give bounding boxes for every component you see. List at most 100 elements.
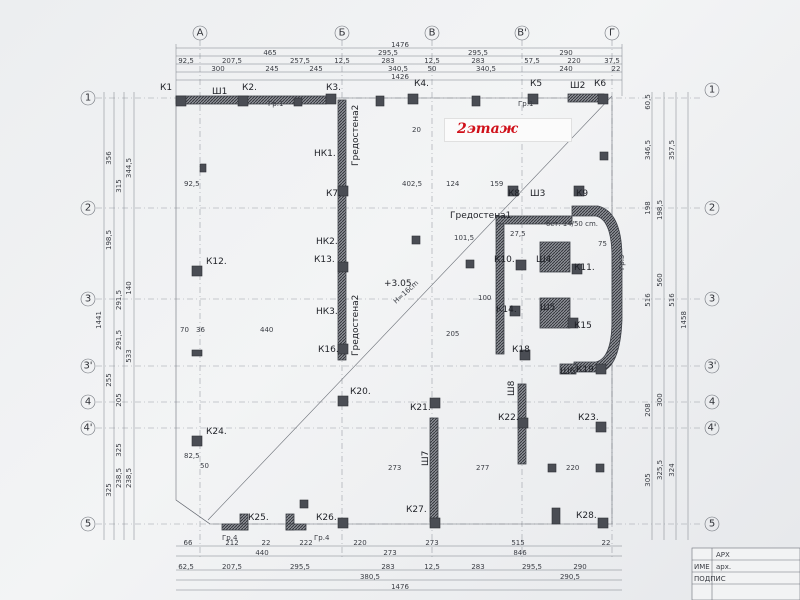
dim-int-27-5: 27,5 [510, 230, 526, 238]
label-k15: К15 [574, 321, 592, 331]
dim-bot-r3-3: 295,5 [290, 563, 310, 571]
column-k13 [337, 261, 349, 273]
label-gredostena1: Гредостена1 [450, 211, 511, 221]
column-k27 [429, 517, 441, 529]
dim-bot-r1-5: 220 [353, 539, 366, 547]
axis-bubbles-right: 1 2 3 3' 4 4' 5 [704, 82, 720, 532]
dim-int-402: 402,5 [402, 180, 422, 188]
label-gr1-left: Гр.1 [268, 100, 283, 108]
top-dimension-lines: 1476 465 295,5 295,5 290 92,5 207,5 257,… [175, 41, 623, 96]
pier-labels: Ш1 Ш2 Ш3 Ш4 Ш5 Ш6 Ш7 Ш8 [212, 81, 585, 466]
dim-right-total: 1458 [680, 311, 688, 329]
axis-right-4: 4 [709, 397, 715, 408]
axis-left-2: 2 [85, 203, 91, 214]
axis-right-5: 5 [709, 519, 715, 530]
axis-label-b: Б [339, 28, 346, 39]
label-k26: К26. [316, 513, 337, 523]
axis-bubbles-top: А Б В В' Г [192, 25, 620, 41]
dim-left-i3: 291,5 [115, 330, 123, 350]
dim-right-m7: 324 [668, 463, 676, 477]
dim-bot-total: 1476 [391, 583, 409, 591]
label-k24: К24. [206, 427, 227, 437]
label-gr4-left: Гр.4 [222, 534, 238, 542]
floor-note: 2этаж [444, 118, 572, 142]
nk-labels: НК1. НК2. НК3. [314, 149, 338, 317]
axis-label-a: А [197, 28, 204, 39]
dim-left-m4: 291,5 [115, 290, 123, 310]
label-k7: К7. [326, 189, 341, 199]
dim-int-75: 75 [598, 240, 607, 248]
dim-right-i1: 60,5 [644, 94, 652, 110]
dim-top-r4-7: 240 [559, 65, 572, 73]
dim-top-r3-5: 283 [381, 57, 394, 65]
dim-left-i1: 344,5 [125, 158, 133, 178]
dim-right-m6: 325,5 [656, 460, 664, 480]
label-k11: К11. [574, 263, 595, 273]
axis-right-1: 1 [709, 85, 715, 96]
dim-int-36: 36 [196, 326, 205, 334]
wall-core-top [495, 215, 573, 225]
wall-sh7 [429, 417, 439, 523]
label-k12: К12. [206, 257, 227, 267]
label-sh2: Ш2 [570, 81, 585, 91]
label-k2: К2. [242, 83, 257, 93]
axis-right-3: 3 [709, 294, 715, 305]
dim-top-total: 1476 [391, 41, 409, 49]
axis-left-4-prime: 4' [83, 423, 92, 434]
label-k27: К27. [406, 505, 427, 515]
dim-int-100: 100 [478, 294, 491, 302]
dim-bot-r1-8: 22 [602, 539, 611, 547]
label-k28: К28. [576, 511, 597, 521]
label-k16: К16. [318, 345, 339, 355]
label-k19: К19 [576, 365, 594, 375]
column-k8 [507, 185, 519, 197]
dim-int-159: 159 [490, 180, 503, 188]
column-k22 [517, 417, 529, 429]
dim-right-i6: 305 [644, 473, 652, 486]
label-k18: К18 [512, 345, 530, 355]
dim-right-i5: 208 [644, 403, 652, 416]
label-sh7: Ш7 [421, 451, 431, 466]
label-k6: К6 [594, 79, 606, 89]
dim-left-m1: 356 [105, 151, 113, 165]
dim-int-220: 220 [566, 464, 579, 472]
dim-right-i2: 357,5 [668, 140, 676, 160]
dim-bot-r3-7: 295,5 [522, 563, 542, 571]
dim-bot-r3-5: 12,5 [424, 563, 440, 571]
dim-int-440: 440 [260, 326, 273, 334]
axis-right-2: 2 [709, 203, 715, 214]
axis-label-g: Г [609, 28, 615, 39]
axis-label-v-prime: В' [517, 28, 527, 39]
column-k19 [595, 363, 607, 375]
column-k9 [573, 185, 585, 197]
dim-int-205: 205 [446, 330, 459, 338]
wall-labels: Гредостена2 Гредостена2 Гредостена1 [351, 105, 511, 356]
level-mark: +3.05 [384, 279, 412, 289]
slab-outline [175, 95, 613, 525]
dim-left-m6: 205 [115, 393, 123, 406]
label-nk2: НК2. [316, 237, 338, 247]
dim-left-i5: 325 [115, 443, 123, 456]
label-nk3: НК3. [316, 307, 338, 317]
dim-int-101-5: 101,5 [454, 234, 474, 242]
dim-top-r3-10: 37,5 [604, 57, 620, 65]
label-k13: К13. [314, 255, 335, 265]
label-gredostena2-top: Гредостена2 [351, 105, 361, 166]
column-k15 [567, 317, 579, 329]
label-gr3: Гр.3 [618, 255, 626, 270]
label-sh4: Ш4 [536, 255, 552, 265]
dim-top-r4-8: 22 [612, 65, 621, 73]
dim-bot-r1-1: 66 [184, 539, 193, 547]
wall-core-left [495, 223, 505, 355]
dim-bot-r2-1: 440 [255, 549, 268, 557]
wall-sh5 [539, 297, 571, 329]
dim-top-r4-3: 245 [309, 65, 322, 73]
axis-bubbles-left: 1 2 3 3' 4 4' 5 [80, 90, 96, 532]
dim-left-m2: 198,5 [105, 230, 113, 250]
dim-top-r4-5: 50 [428, 65, 437, 73]
wall-gredostena2 [337, 99, 347, 361]
dim-top-r5: 1426 [391, 73, 409, 81]
axis-left-3-prime: 3' [83, 361, 92, 372]
dim-bot-r3-6: 283 [471, 563, 484, 571]
label-k21: К21. [410, 403, 431, 413]
